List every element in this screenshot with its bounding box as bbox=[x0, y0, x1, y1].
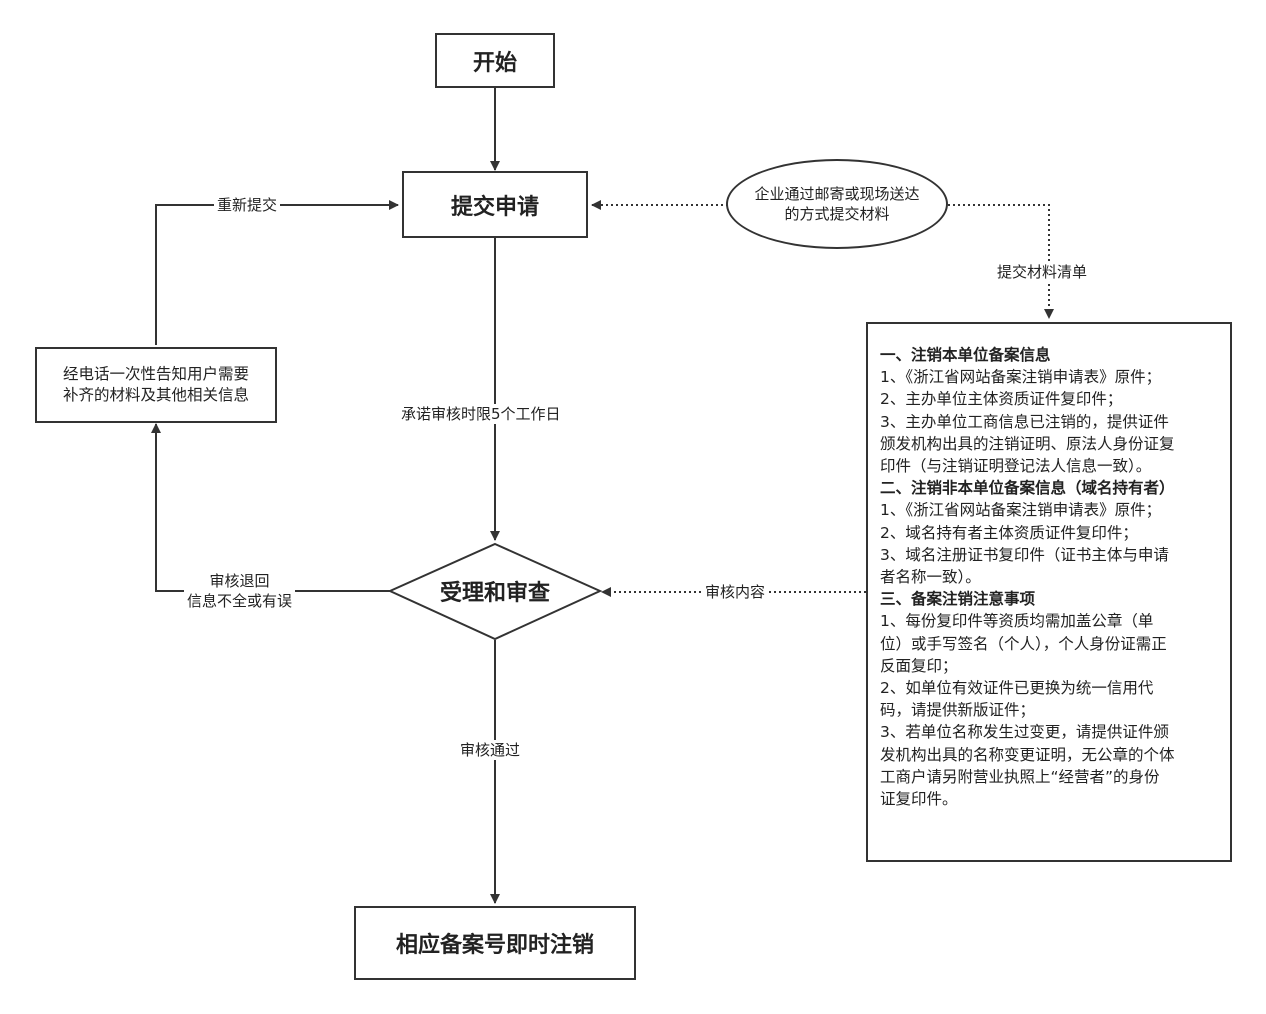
materials-line: 工商户请另附营业执照上“经营者”的身份 bbox=[880, 767, 1160, 786]
materials-line: 者名称一致）。 bbox=[880, 568, 981, 587]
materials-line: 颁发机构出具的注销证明、原法人身份证复 bbox=[880, 434, 1175, 453]
materials-line: 1、《浙江省网站备案注销申请表》原件； bbox=[880, 501, 1162, 520]
start-node-label: 开始 bbox=[472, 50, 517, 76]
materials-line: 3、若单位名称发生过变更，请提供证件颁 bbox=[880, 723, 1169, 742]
materials-line: 发机构出具的名称变更证明，无公章的个体 bbox=[880, 745, 1175, 764]
start-node: 开始 bbox=[435, 33, 555, 88]
label-returned-line-1: 审核退回 bbox=[209, 572, 270, 590]
supplement-line-1: 经电话一次性告知用户需要 bbox=[62, 365, 249, 383]
materials-line: 2、如单位有效证件已更换为统一信用代 bbox=[880, 679, 1154, 698]
review-node-label: 受理和审查 bbox=[439, 581, 550, 606]
materials-line: 3、主办单位工商信息已注销的，提供证件 bbox=[880, 412, 1169, 431]
supplement-info-node: 经电话一次性告知用户需要 补齐的材料及其他相关信息 bbox=[35, 347, 277, 423]
review-diamond bbox=[387, 542, 603, 641]
label-deadline: 承诺审核时限5个工作日 bbox=[398, 404, 564, 424]
materials-line: 2、主办单位主体资质证件复印件； bbox=[880, 390, 1123, 409]
materials-line: 码，请提供新版证件； bbox=[880, 701, 1036, 720]
materials-line: 位）或手写签名（个人），个人身份证需正 bbox=[880, 634, 1167, 653]
label-materials-list: 提交材料清单 bbox=[994, 262, 1091, 282]
arrow-review-to-supplement bbox=[151, 423, 390, 592]
materials-line: 反面复印； bbox=[880, 656, 958, 675]
cancel-record-label: 相应备案号即时注销 bbox=[395, 933, 594, 958]
label-returned-line-2: 信息不全或有误 bbox=[187, 592, 293, 610]
arrow-resubmit bbox=[155, 200, 399, 345]
label-review-content: 审核内容 bbox=[702, 582, 769, 602]
materials-section-heading: 三、备案注销注意事项 bbox=[880, 590, 1036, 609]
submission-channel-ellipse: 企业通过邮寄或现场送达 的方式提交材料 bbox=[726, 159, 948, 249]
materials-line: 2、域名持有者主体资质证件复印件； bbox=[880, 523, 1138, 542]
label-resubmit: 重新提交 bbox=[214, 195, 281, 215]
cancel-record-node: 相应备案号即时注销 bbox=[354, 906, 636, 980]
channel-line-2: 的方式提交材料 bbox=[784, 205, 890, 223]
submit-application-label: 提交申请 bbox=[450, 194, 539, 220]
materials-section-heading: 二、注销非本单位备案信息（域名持有者） bbox=[880, 479, 1175, 498]
materials-line: 1、《浙江省网站备案注销申请表》原件； bbox=[880, 368, 1162, 387]
label-passed: 审核通过 bbox=[457, 740, 524, 760]
channel-line-1: 企业通过邮寄或现场送达 bbox=[754, 185, 920, 203]
materials-section-heading: 一、注销本单位备案信息 bbox=[880, 346, 1051, 364]
label-returned: 审核退回 信息不全或有误 bbox=[184, 571, 296, 611]
materials-list-box: 一、注销本单位备案信息 1、《浙江省网站备案注销申请表》原件； 2、主办单位主体资质… bbox=[866, 322, 1232, 862]
materials-line: 印件（与注销证明登记法人信息一致）。 bbox=[880, 457, 1152, 476]
materials-line: 证复印件。 bbox=[880, 790, 958, 809]
supplement-line-2: 补齐的材料及其他相关信息 bbox=[62, 386, 249, 404]
submit-application-node: 提交申请 bbox=[402, 171, 588, 238]
materials-line: 3、域名注册证书复印件（证书主体与申请 bbox=[880, 545, 1169, 564]
materials-line: 1、每份复印件等资质均需加盖公章（单 bbox=[880, 612, 1154, 631]
